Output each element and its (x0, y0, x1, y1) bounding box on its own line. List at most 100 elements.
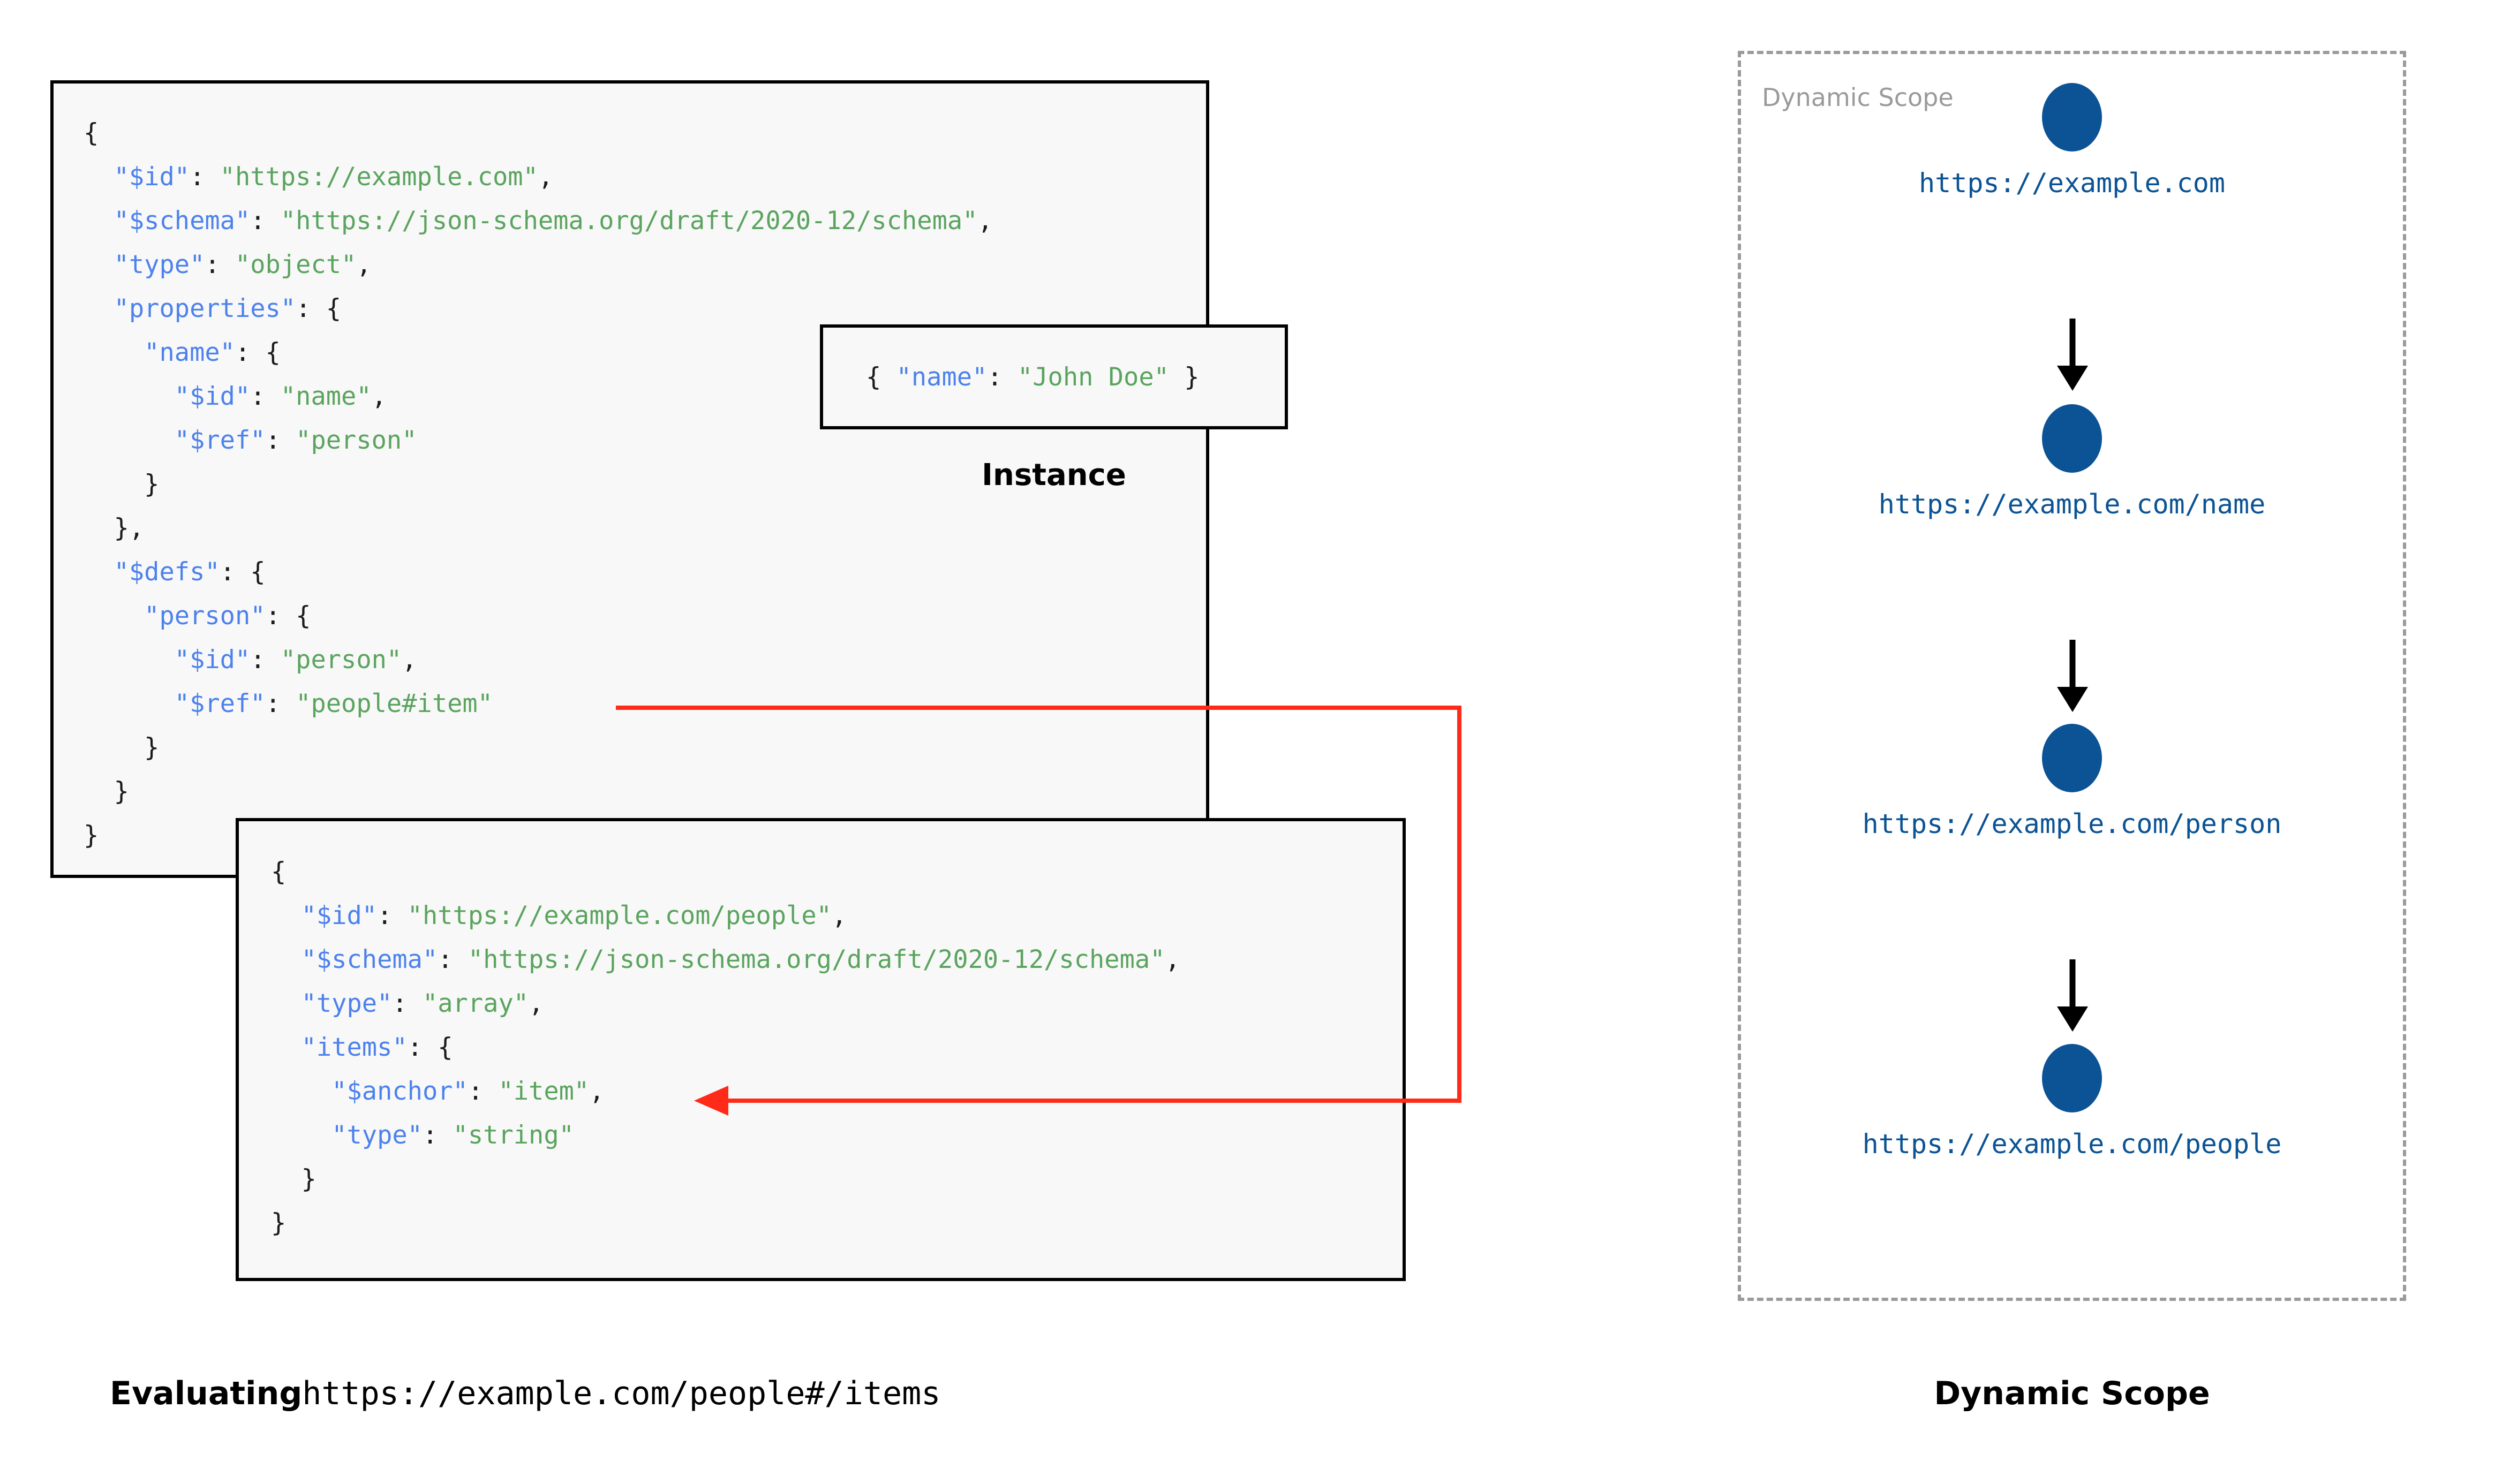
code-line: "type": "array", (271, 982, 1180, 1026)
code-line: } (84, 463, 993, 506)
code-token: , (977, 206, 993, 236)
code-token (84, 206, 114, 236)
code-token: , (831, 901, 847, 930)
schema-people-box: { "$id": "https://example.com/people", "… (236, 818, 1406, 1281)
code-token: : (205, 250, 235, 279)
dynamic-scope-inline-label: Dynamic Scope (1762, 83, 1954, 112)
code-token: } (84, 777, 129, 806)
code-token: "person" (280, 645, 402, 675)
code-line: "$id": "https://example.com/people", (271, 894, 1180, 938)
code-line: "type": "string" (271, 1114, 1180, 1157)
code-line: "type": "object", (84, 243, 993, 287)
code-token: "people#item" (296, 689, 493, 718)
code-token: "$ref" (174, 426, 266, 455)
instance-box: { "name": "John Doe" } (820, 324, 1288, 429)
code-token: , (371, 382, 387, 411)
scope-circle-icon (2042, 404, 2102, 473)
code-line: { "name": "John Doe" } (866, 355, 1200, 399)
code-line: "$anchor": "item", (271, 1070, 1180, 1114)
code-token: : (468, 1077, 499, 1106)
code-token: : (265, 426, 296, 455)
code-token: "$schema" (114, 206, 251, 236)
code-token: "$schema" (301, 945, 438, 974)
code-line: }, (84, 506, 993, 550)
code-token: } (271, 1164, 316, 1194)
code-token: "name" (896, 362, 988, 392)
code-token: , (356, 250, 372, 279)
code-token (271, 1033, 302, 1062)
code-token: : { (407, 1033, 453, 1062)
scope-node-label: https://example.com (1919, 168, 2225, 199)
code-token: : { (235, 338, 281, 367)
code-token: : (250, 206, 281, 236)
code-token: : (438, 945, 468, 974)
code-line: "$defs": { (84, 550, 993, 594)
scope-circle-icon (2042, 724, 2102, 792)
code-line: } (84, 770, 993, 814)
code-token: } (84, 821, 99, 850)
code-token (84, 250, 114, 279)
code-token: "https://example.com/people" (407, 901, 832, 930)
code-token (84, 382, 175, 411)
scope-node-2: https://example.com/person (1738, 724, 2406, 839)
code-line: { (271, 850, 1180, 894)
code-line: "name": { (84, 331, 993, 375)
code-token: : { (265, 601, 311, 631)
code-token: { (271, 857, 287, 887)
code-token: "items" (301, 1033, 408, 1062)
scope-node-label: https://example.com/people (1862, 1129, 2282, 1160)
code-token: "https://example.com" (220, 162, 538, 192)
code-token: "type" (301, 989, 393, 1018)
code-token: "person" (296, 426, 417, 455)
code-token: "https://json-schema.org/draft/2020-12/s… (280, 206, 978, 236)
instance-code: { "name": "John Doe" } (866, 355, 1200, 399)
code-line: "$schema": "https://json-schema.org/draf… (271, 938, 1180, 982)
code-token: "$id" (301, 901, 378, 930)
code-token (271, 1120, 331, 1150)
code-token: "string" (453, 1120, 574, 1150)
code-token: "$anchor" (331, 1077, 468, 1106)
code-token: : { (220, 557, 266, 587)
code-token: "type" (331, 1120, 423, 1150)
code-token: "item" (498, 1077, 590, 1106)
schema-people-code: { "$id": "https://example.com/people", "… (271, 850, 1180, 1245)
code-token: : (377, 901, 408, 930)
code-token: } (271, 1208, 287, 1238)
code-line: } (271, 1157, 1180, 1201)
evaluating-caption: Evaluatinghttps://example.com/people#/it… (110, 1375, 940, 1412)
code-token: : { (296, 294, 342, 323)
scope-node-1: https://example.com/name (1738, 404, 2406, 520)
code-token: "$defs" (114, 557, 220, 587)
scope-circle-icon (2042, 83, 2102, 152)
code-token: : (250, 382, 281, 411)
code-line: "items": { (271, 1026, 1180, 1070)
code-token: "properties" (114, 294, 296, 323)
code-line: "$schema": "https://json-schema.org/draf… (84, 199, 993, 243)
code-token: "name" (144, 338, 235, 367)
code-token: { (84, 118, 99, 148)
scope-node-0: https://example.com (1738, 83, 2406, 199)
code-token (84, 601, 144, 631)
scope-arrow-down-icon-1 (2057, 640, 2088, 712)
code-line: } (271, 1201, 1180, 1245)
code-token (271, 1077, 331, 1106)
code-token (271, 989, 302, 1018)
code-token: : (422, 1120, 453, 1150)
scope-node-3: https://example.com/people (1738, 1044, 2406, 1160)
code-token: "type" (114, 250, 205, 279)
code-token (271, 945, 302, 974)
scope-circle-icon (2042, 1044, 2102, 1112)
code-token: "$id" (174, 382, 251, 411)
code-token: } (84, 470, 160, 499)
code-line: "$id": "https://example.com", (84, 155, 993, 199)
code-token (84, 689, 175, 718)
code-token: "object" (235, 250, 357, 279)
code-token: : (250, 645, 281, 675)
evaluating-uri: https://example.com/people#/items (302, 1375, 941, 1412)
code-token: { (866, 362, 896, 392)
code-line: "$id": "person", (84, 638, 993, 682)
dynamic-scope-caption: Dynamic Scope (1934, 1375, 2210, 1412)
code-line: } (84, 814, 993, 858)
code-token: "person" (144, 601, 266, 631)
